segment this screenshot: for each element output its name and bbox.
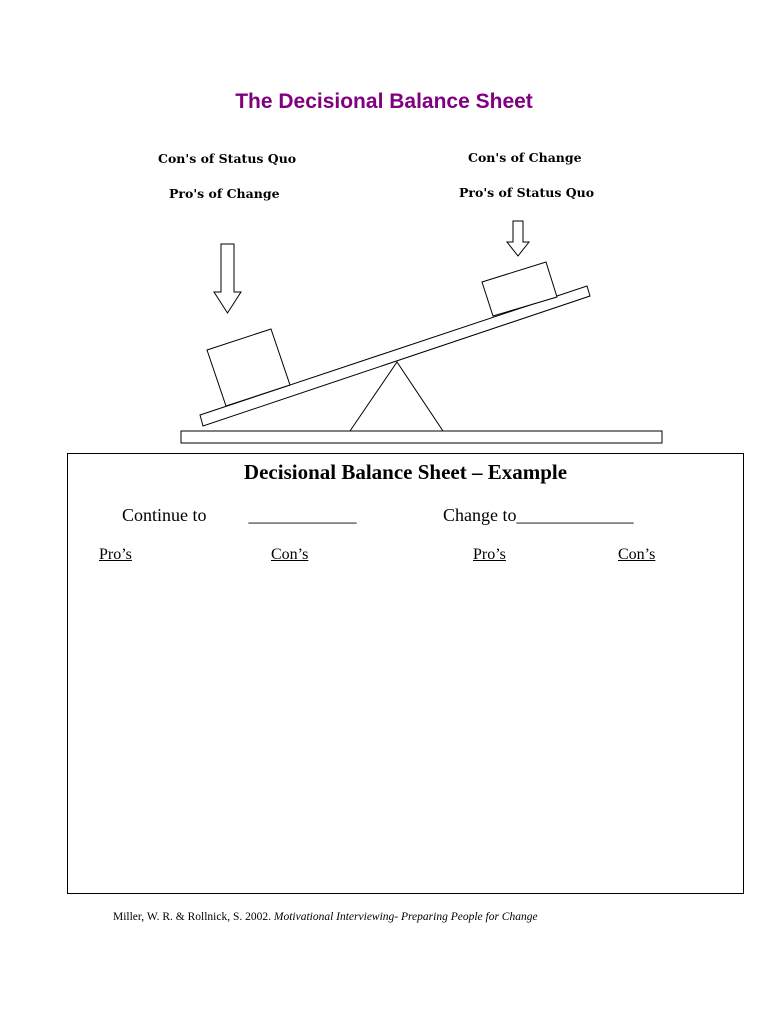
seesaw-diagram — [180, 220, 663, 444]
column-cons-change: Con’s — [618, 546, 656, 563]
change-to-prompt: Change to_____________ — [443, 505, 634, 526]
right-weight-box — [481, 261, 558, 317]
seesaw-beam — [199, 285, 591, 427]
page-title: The Decisional Balance Sheet — [235, 90, 533, 113]
ground-base — [180, 430, 663, 444]
balance-sheet-example: Decisional Balance Sheet – Example Conti… — [67, 453, 744, 894]
sheet-title: Decisional Balance Sheet – Example — [243, 460, 568, 484]
left-weight-box — [206, 328, 291, 407]
column-pros-continue: Pro’s — [99, 546, 132, 563]
continue-to-prompt: Continue to ____________ — [122, 505, 357, 526]
column-cons-continue: Con’s — [271, 546, 309, 563]
citation-authors: Miller, W. R. & Rollnick, S. 2002. — [113, 911, 271, 923]
citation: Miller, W. R. & Rollnick, S. 2002. Motiv… — [113, 911, 538, 923]
change-blank: _____________ — [516, 505, 634, 525]
right-label-cons-change: Con's of Change — [468, 150, 582, 165]
citation-work: Motivational Interviewing- Preparing Peo… — [273, 911, 538, 923]
down-arrow-icon — [505, 220, 531, 257]
left-label-pros-change: Pro's of Change — [169, 186, 280, 201]
fulcrum-triangle — [349, 361, 444, 432]
left-label-cons-status-quo: Con's of Status Quo — [158, 151, 297, 166]
continue-label: Continue to — [122, 505, 207, 525]
continue-blank: ____________ — [248, 505, 357, 525]
change-label: Change to — [443, 505, 517, 525]
column-pros-change: Pro’s — [473, 546, 506, 563]
right-label-pros-status-quo: Pro's of Status Quo — [459, 185, 595, 200]
down-arrow-icon — [213, 243, 242, 314]
